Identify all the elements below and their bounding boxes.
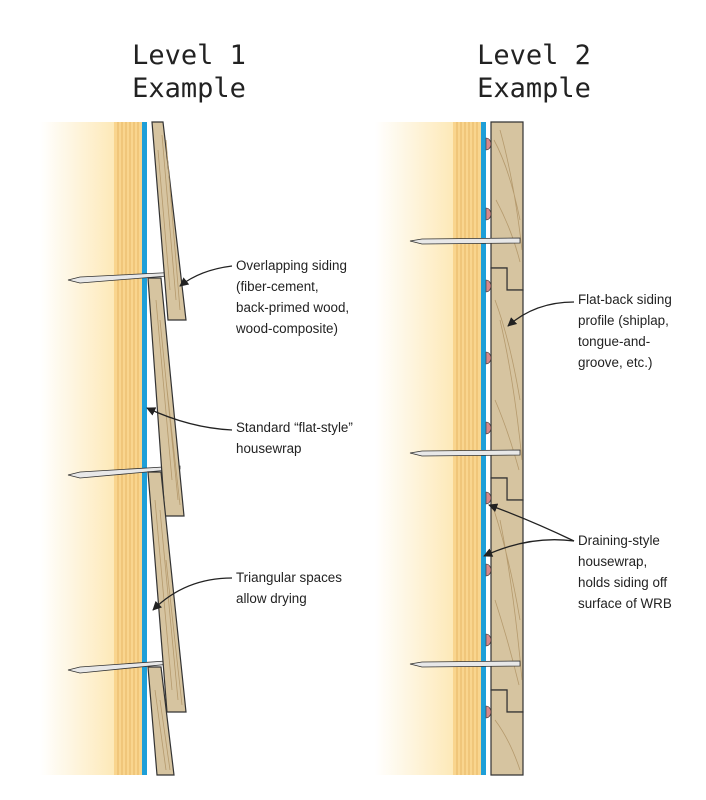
flat-style-leader-arrow [146,407,233,431]
dimple [485,633,492,647]
level2-board-1 [490,121,524,291]
dimple [485,351,492,365]
level2-housewrap-dimples [485,137,492,719]
dimple [485,491,492,505]
level2-nail-2 [409,449,521,457]
draining-leader-arrow-1 [488,503,575,542]
flat-back-leader-arrow [507,301,575,327]
flat-style-line1: Standard “flat-style” [236,420,353,435]
level1-board-1 [151,121,187,321]
overlapping-line1: Overlapping siding [236,258,347,273]
dimple [485,563,492,577]
overlapping-line4: wood-composite) [235,321,338,336]
level2-interior-gradient [375,122,453,775]
draining-line3: holds siding off [578,575,667,590]
flat-back-line1: Flat-back siding [578,292,672,307]
label-overlapping-siding: Overlapping siding (fiber-cement, back-p… [235,258,349,336]
draining-leader-arrow-2 [483,539,575,557]
flat-back-line4: groove, etc.) [578,355,652,370]
triangular-line2: allow drying [236,591,307,606]
level1-title-line2: Example [132,73,246,104]
triangular-leader-arrow [152,577,233,611]
level2-draining-housewrap [481,122,486,775]
dimple [485,421,492,435]
overlapping-line3: back-primed wood, [236,300,349,315]
level1-board-4 [147,666,175,776]
overlapping-line2: (fiber-cement, [236,279,319,294]
level1-nails [67,271,181,674]
dimple [485,207,492,221]
draining-line4: surface of WRB [578,596,672,611]
flat-style-line2: housewrap [236,441,302,456]
flat-back-line2: profile (shiplap, [578,313,669,328]
level1-wall-section [40,121,187,776]
level2-nail-3 [409,660,521,668]
dimple [485,705,492,719]
level1-interior-gradient [40,122,114,775]
level2-nails [409,237,521,668]
level2-wall-section [375,121,524,776]
level1-board-2 [147,277,185,517]
dimple [485,137,492,151]
level1-nail-2 [67,465,181,479]
level2-wood-grain [493,129,523,771]
label-draining-housewrap: Draining-style housewrap, holds siding o… [578,533,672,611]
level2-title-line1: Level 2 [477,40,591,71]
level2-title-line2: Example [477,73,591,104]
label-flat-style-housewrap: Standard “flat-style” housewrap [236,420,353,456]
flat-back-line3: tongue-and- [578,334,650,349]
triangular-line1: Triangular spaces [236,570,342,585]
level1-title-line1: Level 1 [132,40,246,71]
level2-board-3 [490,477,524,713]
level2-flat-back-siding [490,121,524,776]
level1-housewrap [142,122,147,775]
overlapping-leader-arrow [179,265,233,287]
level2-nail-1 [409,237,521,245]
label-triangular-spaces: Triangular spaces allow drying [236,570,342,606]
level2-board-4 [490,689,524,776]
dimple [485,279,492,293]
label-flat-back-siding: Flat-back siding profile (shiplap, tongu… [578,292,672,370]
level1-siding-boards [147,121,187,776]
draining-line1: Draining-style [578,533,660,548]
level1-board-3 [147,471,187,713]
draining-line2: housewrap, [578,554,647,569]
